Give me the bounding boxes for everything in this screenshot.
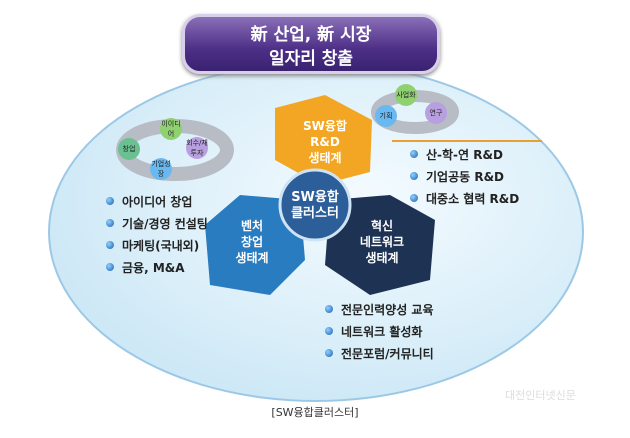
item-text: 대중소 협력 R&D [426,191,520,206]
hex-rnd-label: SW융합 R&D 생태계 [290,118,360,166]
cycle-node-commercialize: 사업화 [395,84,417,106]
list-item: 기술/경영 컨설팅 [106,212,208,234]
bullet-icon [410,194,418,202]
hex-network-label: 혁신 네트워크 생태계 [342,218,422,266]
bullet-icon [106,241,114,249]
hex-network-l1: 혁신 [370,219,394,233]
watermark: 대전인터넷신문 [505,389,576,402]
cycle-node-startup: 창업 [118,138,140,160]
item-text: 네트워크 활성화 [341,324,423,339]
item-text: 기업공동 R&D [426,169,505,184]
list-item: 아이디어 창업 [106,190,208,212]
hex-venture-l3: 생태계 [235,251,269,265]
list-item: 전문인력양성 교육 [325,298,434,320]
item-text: 전문인력양성 교육 [341,302,434,317]
banner-line2: 일자리 창출 [268,49,354,69]
list-item: 금융, M&A [106,256,208,278]
caption: [SW융합클러스터] [271,406,359,419]
hexagon-network [325,195,435,295]
item-text: 산-학-연 R&D [426,147,503,162]
divider-line [392,140,542,142]
center-circle [278,168,352,242]
item-text: 마케팅(국내외) [122,238,200,253]
banner-line1: 新 산업, 新 시장 [250,25,372,45]
cycle-node-research: 연구 [425,102,447,124]
hex-rnd-l3: 생태계 [308,151,342,165]
center-l2: 클러스터 [291,206,339,221]
hex-venture-l1: 벤처 [240,219,264,233]
item-text: 기술/경영 컨설팅 [122,216,208,231]
bullet-icon [325,305,333,313]
bullet-icon [325,349,333,357]
list-item: 네트워크 활성화 [325,320,434,342]
hex-rnd-l2: R&D [310,135,340,149]
list-item: 대중소 협력 R&D [410,187,519,209]
network-list: 전문인력양성 교육 네트워크 활성화 전문포럼/커뮤니티 [325,298,434,364]
item-text: 아이디어 창업 [122,194,193,209]
list-item: 산-학-연 R&D [410,143,519,165]
rnd-list: 산-학-연 R&D 기업공동 R&D 대중소 협력 R&D [410,143,519,209]
bullet-icon [410,150,418,158]
title-banner: 新 산업, 新 시장 일자리 창출 [182,14,440,74]
hex-venture-label: 벤처 창업 생태계 [212,218,292,266]
list-item: 전문포럼/커뮤니티 [325,342,434,364]
item-text: 전문포럼/커뮤니티 [341,346,434,361]
bullet-icon [106,219,114,227]
hex-venture-l2: 창업 [240,235,264,249]
venture-list: 아이디어 창업 기술/경영 컨설팅 마케팅(국내외) 금융, M&A [106,190,208,278]
list-item: 기업공동 R&D [410,165,519,187]
hex-rnd-l1: SW융합 [303,119,347,133]
hexagon-rnd [275,95,372,185]
cycle-node-reinvest: 회수/재투자 [186,137,208,159]
hexagon-venture [205,195,305,295]
item-text: 금융, M&A [122,260,185,275]
center-l1: SW융합 [291,190,339,205]
hexagon-group [205,95,435,295]
cycle-node-idea: 이이디어 [160,118,182,140]
hex-network-l2: 네트워크 [359,235,405,249]
bullet-icon [410,172,418,180]
bullet-icon [106,263,114,271]
bullet-icon [325,327,333,335]
center-label: SW융합 클러스터 [280,190,350,222]
list-item: 마케팅(국내외) [106,234,208,256]
cycle-node-growth: 기업성장 [150,158,172,180]
bullet-icon [106,197,114,205]
hex-network-l3: 생태계 [365,251,399,265]
cycle-node-plan: 기획 [375,105,397,127]
